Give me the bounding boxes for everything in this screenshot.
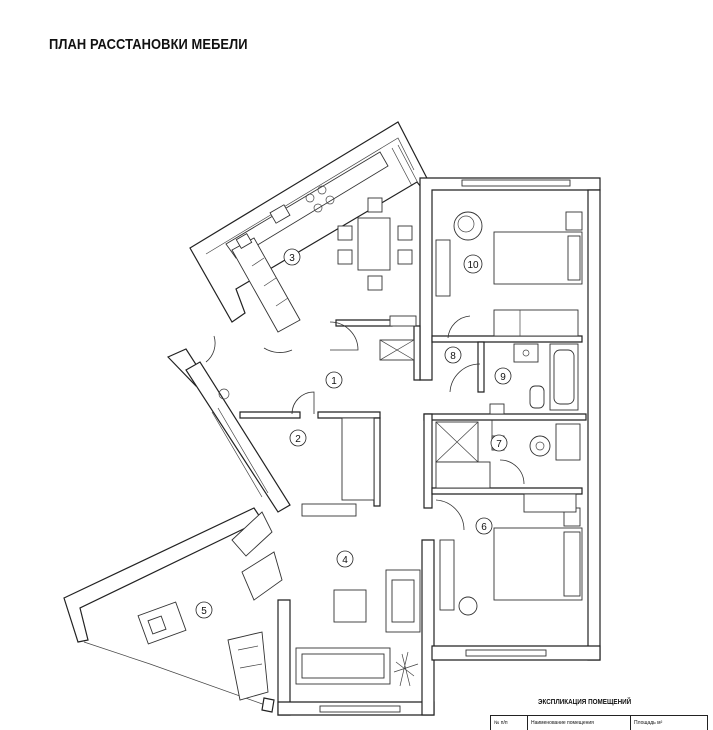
svg-text:7: 7 bbox=[496, 439, 502, 450]
explication-col-name: Наименование помещения bbox=[528, 716, 631, 730]
room-label-6: 6 bbox=[475, 517, 493, 535]
room-label-7: 7 bbox=[490, 434, 508, 452]
kitchen-wall bbox=[189, 121, 433, 323]
bedroom-10-furniture bbox=[435, 211, 583, 337]
living-furniture bbox=[231, 511, 421, 687]
coffee-table bbox=[333, 589, 367, 623]
doors bbox=[205, 315, 525, 531]
svg-text:5: 5 bbox=[201, 606, 207, 617]
living-outer-wall bbox=[185, 361, 291, 513]
bathroom-9-fixtures bbox=[489, 343, 579, 415]
loggia-furniture bbox=[137, 601, 269, 701]
explication-col-area: Площадь м² bbox=[634, 720, 663, 726]
room-label-9: 9 bbox=[494, 367, 512, 385]
svg-text:8: 8 bbox=[450, 351, 456, 362]
dining-table bbox=[357, 217, 391, 271]
room-label-1: 1 bbox=[325, 371, 343, 389]
bedroom-6-furniture bbox=[439, 493, 583, 616]
loggia-wall bbox=[63, 507, 263, 643]
explication-col-number: № п/п bbox=[491, 716, 528, 730]
hall-furniture bbox=[218, 388, 375, 517]
room-label-4: 4 bbox=[336, 550, 354, 568]
kitchen-furniture bbox=[225, 151, 417, 361]
windows bbox=[211, 144, 571, 713]
explication-table: № п/п Наименование помещения Площадь м² bbox=[490, 715, 708, 730]
svg-text:1: 1 bbox=[331, 376, 337, 387]
svg-text:9: 9 bbox=[500, 372, 506, 383]
page-title: ПЛАН РАССТАНОВКИ МЕБЕЛИ bbox=[49, 36, 248, 53]
explication-title: ЭКСПЛИКАЦИЯ ПОМЕЩЕНИЙ bbox=[538, 699, 632, 706]
svg-text:4: 4 bbox=[342, 555, 348, 566]
bed bbox=[493, 231, 583, 285]
svg-text:10: 10 bbox=[467, 260, 479, 271]
room-label-8: 8 bbox=[444, 346, 462, 364]
room-label-5: 5 bbox=[195, 601, 213, 619]
bathroom-7-fixtures bbox=[435, 421, 581, 489]
svg-text:3: 3 bbox=[289, 253, 295, 264]
room-labels: 1 2 3 4 5 6 7 8 9 10 bbox=[195, 248, 512, 619]
room-label-2: 2 bbox=[289, 429, 307, 447]
svg-text:6: 6 bbox=[481, 522, 487, 533]
room-label-10: 10 bbox=[463, 254, 483, 274]
room-label-3: 3 bbox=[283, 248, 301, 266]
svg-text:2: 2 bbox=[295, 434, 301, 445]
